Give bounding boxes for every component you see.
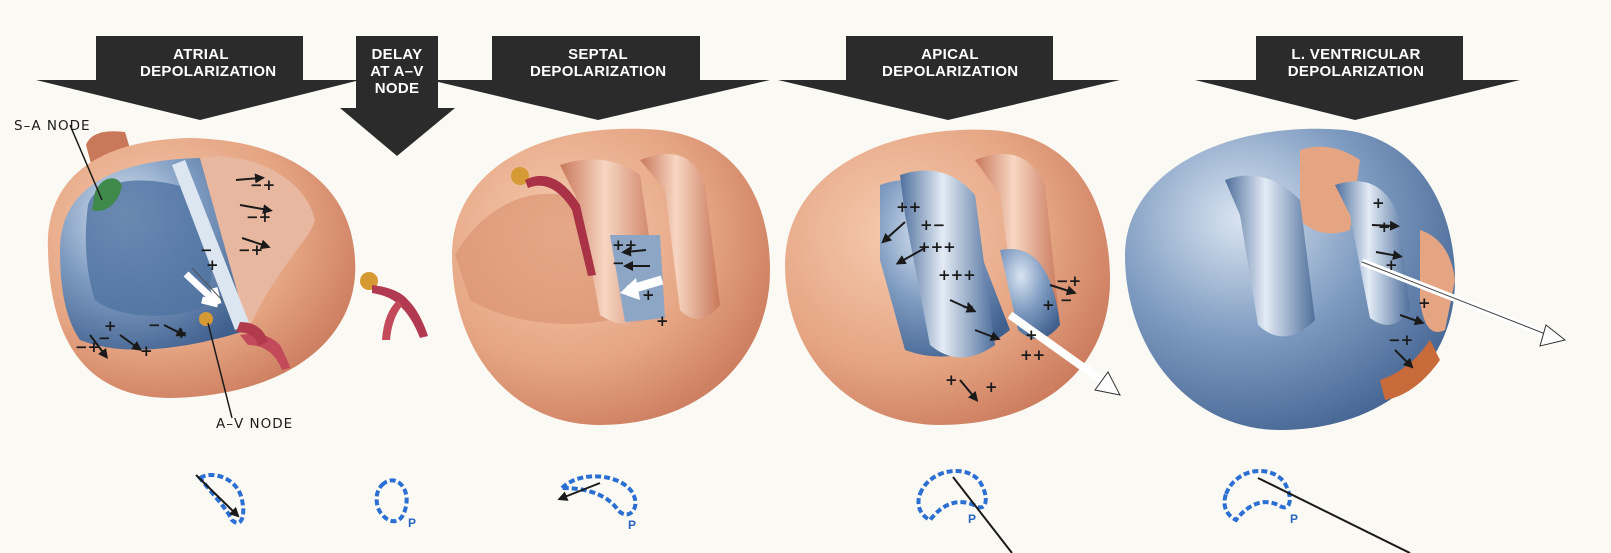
svg-text:+: + bbox=[1378, 218, 1391, 236]
svg-text:+: + bbox=[206, 256, 219, 274]
heart-atrial-icon bbox=[48, 131, 355, 398]
svg-text:++: ++ bbox=[612, 236, 637, 254]
svg-text:+: + bbox=[656, 312, 669, 330]
title-lventricular: L. VENTRICULAR DEPOLARIZATION bbox=[1286, 46, 1426, 80]
svg-text:−+: −+ bbox=[246, 208, 271, 226]
p-label-delay: P bbox=[408, 516, 416, 530]
svg-text:+: + bbox=[962, 298, 975, 316]
svg-text:+: + bbox=[1385, 256, 1398, 274]
title-septal: SEPTAL DEPOLARIZATION bbox=[530, 46, 666, 80]
heart-septal-icon bbox=[452, 129, 770, 425]
svg-text:−+: −+ bbox=[1388, 331, 1413, 349]
p-label-septal: P bbox=[628, 518, 636, 532]
svg-text:−+: −+ bbox=[75, 338, 100, 356]
svg-text:−: − bbox=[612, 254, 625, 272]
svg-text:+: + bbox=[945, 371, 958, 389]
sa-node-label: S–A NODE bbox=[14, 118, 91, 134]
svg-text:+: + bbox=[104, 317, 117, 335]
svg-text:+++: +++ bbox=[938, 266, 976, 284]
p-loop-septal-icon bbox=[562, 476, 635, 514]
p-label-apical: P bbox=[968, 512, 976, 526]
svg-text:+−: +− bbox=[920, 216, 945, 234]
svg-text:+: + bbox=[1418, 294, 1431, 312]
p-loop-lventricular-icon bbox=[1224, 471, 1410, 553]
p-loop-delay-icon bbox=[377, 480, 407, 521]
av-node-label: A–V NODE bbox=[216, 416, 293, 432]
svg-text:−: − bbox=[1060, 291, 1073, 309]
svg-text:+: + bbox=[1372, 194, 1385, 212]
svg-text:++: ++ bbox=[896, 198, 921, 216]
svg-text:++: ++ bbox=[1020, 346, 1045, 364]
svg-text:+: + bbox=[175, 324, 188, 342]
svg-text:+: + bbox=[642, 286, 655, 304]
svg-text:+++: +++ bbox=[918, 238, 956, 256]
heart-lventricular-icon bbox=[1125, 129, 1565, 430]
svg-text:+: + bbox=[140, 342, 153, 360]
av-bundle-icon bbox=[360, 272, 428, 340]
title-apical: APICAL DEPOLARIZATION bbox=[882, 46, 1018, 80]
p-label-lventricular: P bbox=[1290, 512, 1298, 526]
title-delay: DELAY AT A–V NODE bbox=[356, 46, 438, 97]
p-loop-atrial-icon bbox=[196, 475, 243, 523]
svg-text:−+: −+ bbox=[1056, 272, 1081, 290]
svg-text:−+: −+ bbox=[250, 176, 275, 194]
svg-text:+: + bbox=[1025, 326, 1038, 344]
svg-text:+: + bbox=[1042, 296, 1055, 314]
svg-text:+: + bbox=[985, 378, 998, 396]
p-loop-apical-icon bbox=[918, 471, 1012, 553]
title-atrial: ATRIAL DEPOLARIZATION bbox=[140, 46, 262, 80]
svg-text:−+: −+ bbox=[238, 241, 263, 259]
svg-text:−: − bbox=[148, 316, 161, 334]
